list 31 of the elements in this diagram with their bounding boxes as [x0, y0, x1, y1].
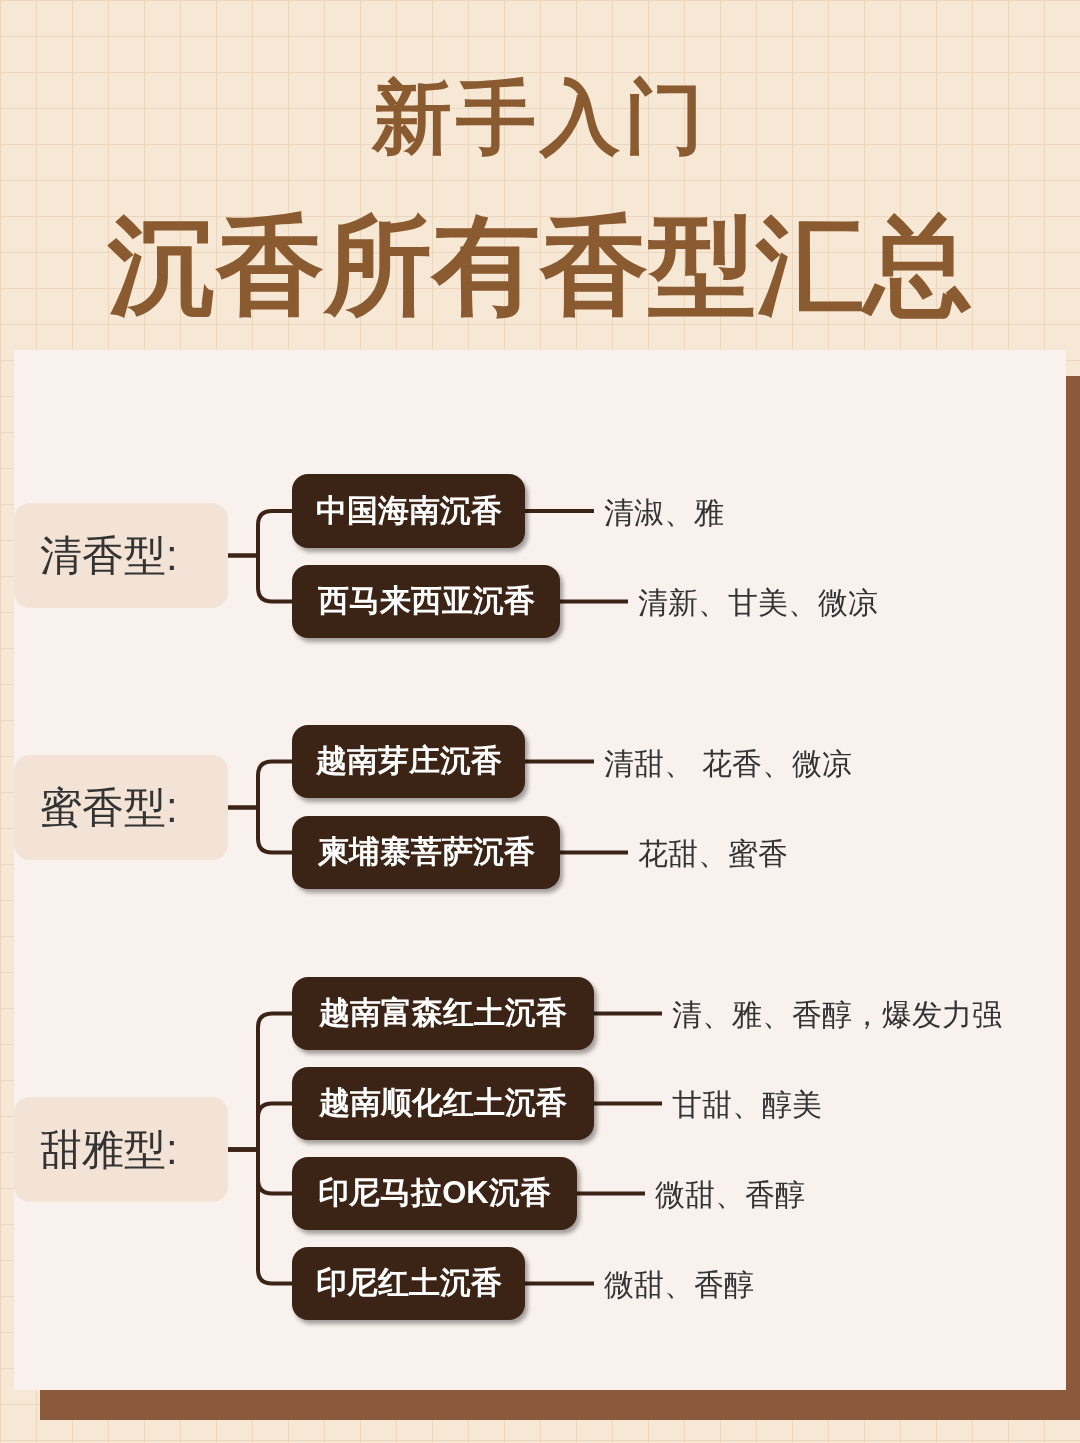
scent-description: 花甜、蜜香 — [628, 828, 928, 878]
connector-line — [560, 599, 628, 604]
origin-pill: 越南顺化红土沉香 — [292, 1067, 594, 1140]
scent-description: 清甜、 花香、微凉 — [594, 738, 934, 788]
origin-pill: 越南芽庄沉香 — [292, 725, 525, 798]
connector-line — [525, 759, 594, 764]
scent-description: 清、雅、香醇，爆发力强 — [662, 989, 1062, 1039]
origin-pill: 西马来西亚沉香 — [292, 565, 560, 638]
connector-line — [228, 1147, 292, 1286]
origin-pill: 中国海南沉香 — [292, 474, 525, 548]
category-box: 甜雅型: — [14, 1097, 228, 1202]
origin-pill: 越南富森红土沉香 — [292, 977, 594, 1050]
origin-pill: 印尼红土沉香 — [292, 1247, 525, 1320]
origin-pill: 柬埔寨菩萨沉香 — [292, 816, 560, 889]
scent-description: 微甜、香醇 — [645, 1169, 945, 1219]
category-box: 清香型: — [14, 503, 228, 608]
connector-line — [577, 1191, 645, 1196]
connector-line — [560, 850, 628, 855]
connector-line — [594, 1011, 662, 1016]
connector-line — [228, 805, 292, 855]
scent-description: 微甜、香醇 — [594, 1259, 894, 1309]
title: 沉香所有香型汇总 — [106, 212, 973, 320]
connector-line — [594, 1101, 662, 1106]
connector-line — [525, 509, 594, 513]
connector-line — [525, 1281, 594, 1286]
scent-description: 甘甜、醇美 — [662, 1079, 962, 1129]
category-box: 蜜香型: — [14, 755, 228, 860]
connector-line — [228, 553, 292, 604]
scent-description: 清淑、雅 — [594, 487, 894, 537]
scent-description: 清新、甘美、微凉 — [628, 577, 968, 627]
origin-pill: 印尼马拉OK沉香 — [292, 1157, 577, 1230]
